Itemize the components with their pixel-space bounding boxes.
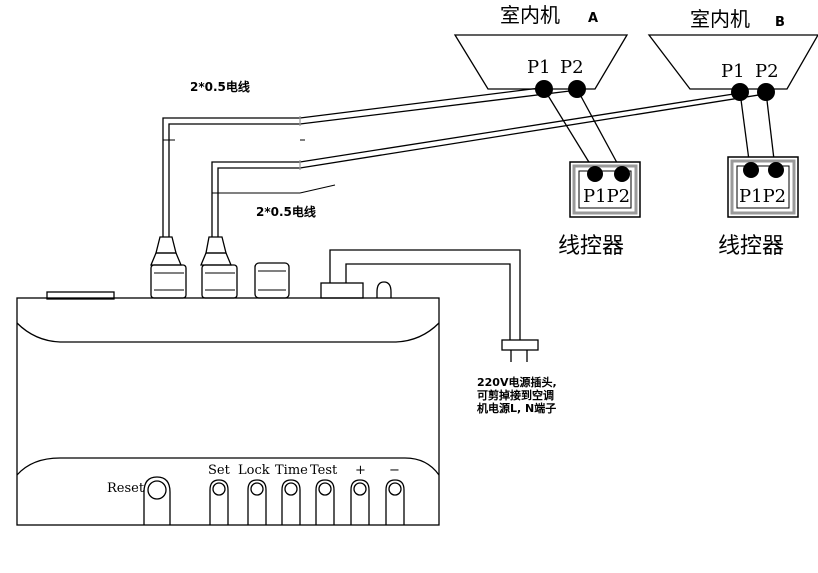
controller-a-p2-terminal <box>614 166 630 182</box>
indoor-unit-b-title: 室内机 <box>690 7 750 31</box>
lock-button[interactable] <box>247 479 267 525</box>
minus-label: − <box>389 463 400 478</box>
reset-label: Reset <box>107 481 145 496</box>
test-label: Test <box>310 463 338 478</box>
set-label: Set <box>208 463 231 478</box>
indoor-unit-b-p2-label: P2 <box>755 61 779 82</box>
power-cord-strain-relief <box>320 282 364 299</box>
indoor-unit-a: 室内机 A P1 P2 <box>453 3 629 98</box>
indoor-unit-a-title: 室内机 <box>500 3 560 27</box>
controller-wires <box>543 88 776 173</box>
indoor-unit-b-suffix: B <box>775 15 785 30</box>
indoor-unit-a-p1-label: P1 <box>527 57 551 78</box>
cable-gland-1 <box>150 236 187 299</box>
indoor-unit-a-p2-label: P2 <box>560 57 584 78</box>
plus-label: + <box>355 463 366 478</box>
power-plug-body <box>501 339 539 351</box>
control-box <box>16 291 440 526</box>
cable-label-top: 2*0.5电线 <box>190 79 250 94</box>
power-note-line1: 220V电源插头, <box>477 375 557 389</box>
reset-button[interactable] <box>143 476 171 525</box>
power-cord <box>320 249 539 362</box>
indoor-unit-b-p1-label: P1 <box>721 61 745 82</box>
minus-button[interactable] <box>385 479 405 525</box>
wired-controller-b: P1P2 线控器 <box>718 156 799 259</box>
lock-label: Lock <box>238 463 270 478</box>
indoor-unit-b-body <box>647 34 818 90</box>
test-button[interactable] <box>315 479 335 525</box>
set-button[interactable] <box>209 479 229 525</box>
indoor-unit-b: 室内机 B P1 P2 <box>647 7 818 101</box>
cable-gland-3 <box>254 262 290 299</box>
controller-b-caption: 线控器 <box>718 234 784 259</box>
time-label: Time <box>275 463 308 478</box>
button-panel: Reset Set Lock Time Test + − <box>107 463 405 525</box>
controller-b-p1-terminal <box>743 162 759 178</box>
controller-a-caption: 线控器 <box>558 234 624 259</box>
indoor-unit-a-suffix: A <box>588 11 598 26</box>
wired-controller-a: P1P2 线控器 <box>558 161 641 259</box>
plus-button[interactable] <box>350 479 370 525</box>
control-box-top-tab <box>46 291 115 300</box>
indicator-lamp <box>376 281 392 298</box>
controller-b-terminal-label: P1P2 <box>739 186 786 207</box>
power-note-line3: 机电源L, N端子 <box>477 401 556 415</box>
indoor-unit-a-body <box>453 34 629 90</box>
signal-cables <box>162 87 766 237</box>
power-note-line2: 可剪掉接到空调 <box>477 388 554 402</box>
cable-gland-2 <box>200 236 238 299</box>
controller-a-p1-terminal <box>587 166 603 182</box>
cable-label-bottom: 2*0.5电线 <box>256 204 316 219</box>
controller-b-p2-terminal <box>768 162 784 178</box>
time-button[interactable] <box>281 479 301 525</box>
controller-a-terminal-label: P1P2 <box>583 186 630 207</box>
